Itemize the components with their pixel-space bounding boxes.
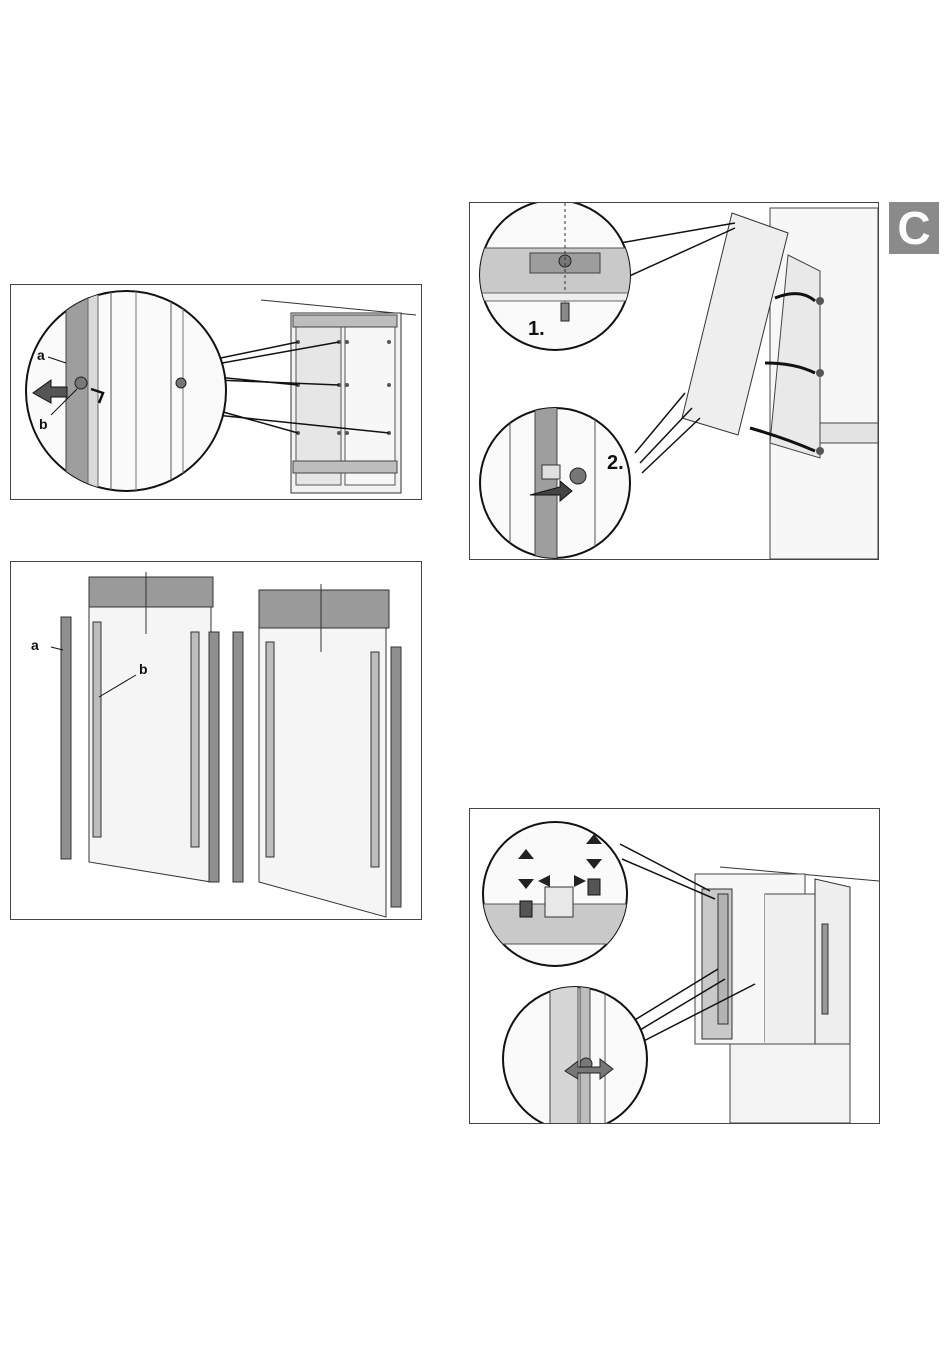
figure-2-illustration: a b [11, 562, 421, 919]
callout-a: a [37, 347, 45, 363]
callout-b: b [39, 416, 48, 432]
figure-1-illustration: a b [11, 285, 421, 499]
figure-4-door-alignment [469, 808, 880, 1124]
callout-b: b [139, 661, 148, 677]
figure-4-illustration [470, 809, 879, 1123]
step-1-label: 1. [528, 318, 545, 340]
section-tab: C [889, 202, 939, 254]
figure-1-hinge-panel-screws: a b [10, 284, 422, 500]
figure-2-door-panels-rails: a b [10, 561, 422, 920]
figure-3-door-mounting-steps: 1. 2. [469, 202, 879, 560]
callout-a: a [31, 637, 39, 653]
figure-3-illustration: 1. 2. [470, 203, 878, 559]
step-2-label: 2. [607, 452, 624, 474]
